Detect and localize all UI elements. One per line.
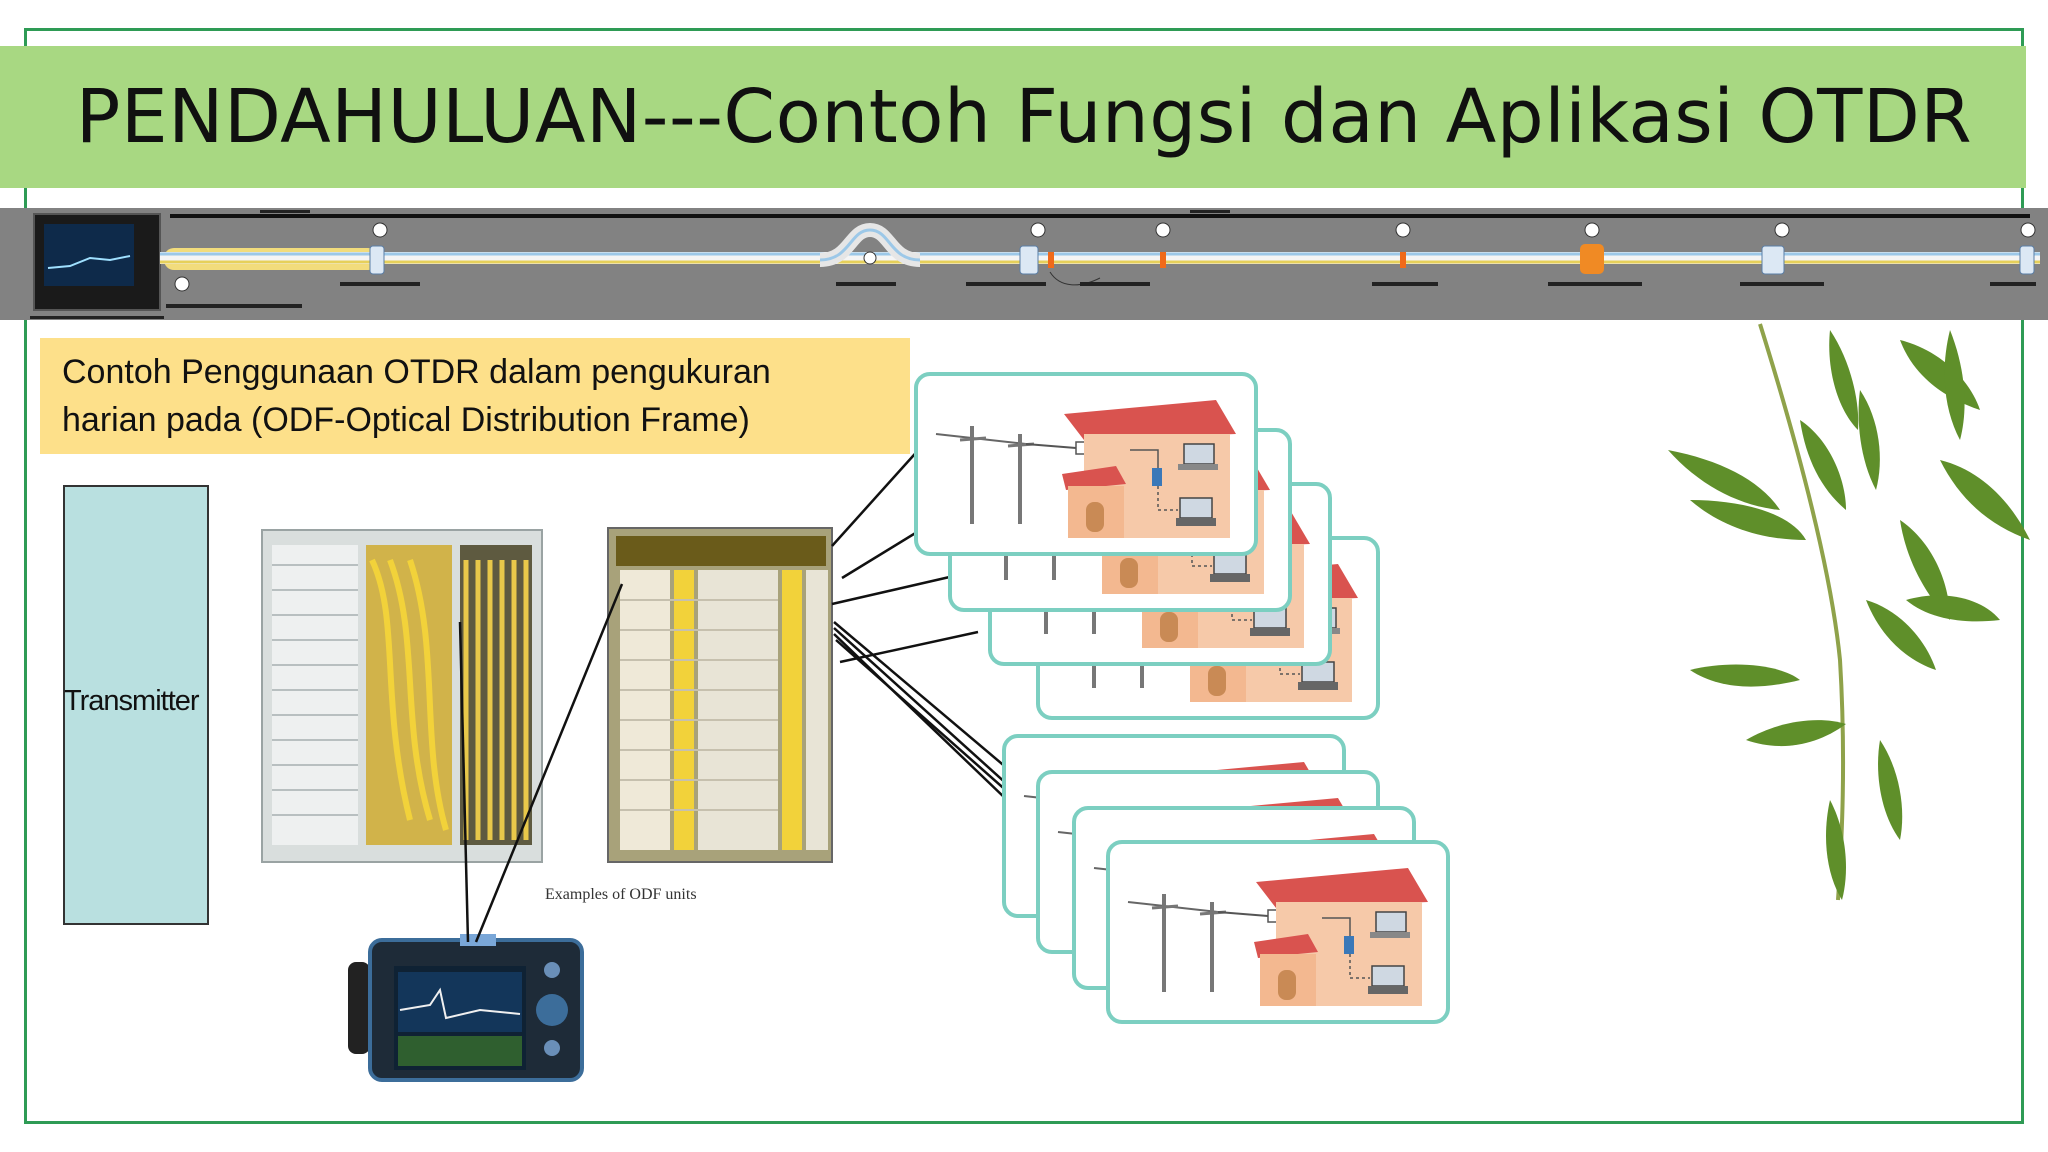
odf-caption: Examples of ODF units <box>545 886 697 903</box>
bamboo-leaves-image <box>1668 323 2030 901</box>
fiber-link-strip <box>0 208 2048 320</box>
transmitter-box <box>63 485 209 925</box>
odf-cabinet-image <box>261 529 543 863</box>
house-network-stack-top <box>914 372 1380 720</box>
transmitter-label: Transmitter <box>64 685 200 717</box>
slide-frame <box>24 28 2024 1124</box>
odf-rack-image <box>607 527 833 863</box>
fiber-link-diagram <box>30 210 2040 319</box>
house-network-stack-bottom <box>1002 734 1450 1024</box>
note-line-2: harian pada (ODF-Optical Distribution Fr… <box>62 401 750 439</box>
slide-title: PENDAHULUAN---Contoh Fungsi dan Aplikasi… <box>75 74 1973 160</box>
title-band <box>0 46 2026 188</box>
usage-note: Contoh Penggunaan OTDR dalam pengukuran … <box>40 338 910 454</box>
otdr-screen <box>44 224 134 286</box>
note-line-1: Contoh Penggunaan OTDR dalam pengukuran <box>62 353 771 391</box>
otdr-device-icon <box>348 934 584 1082</box>
